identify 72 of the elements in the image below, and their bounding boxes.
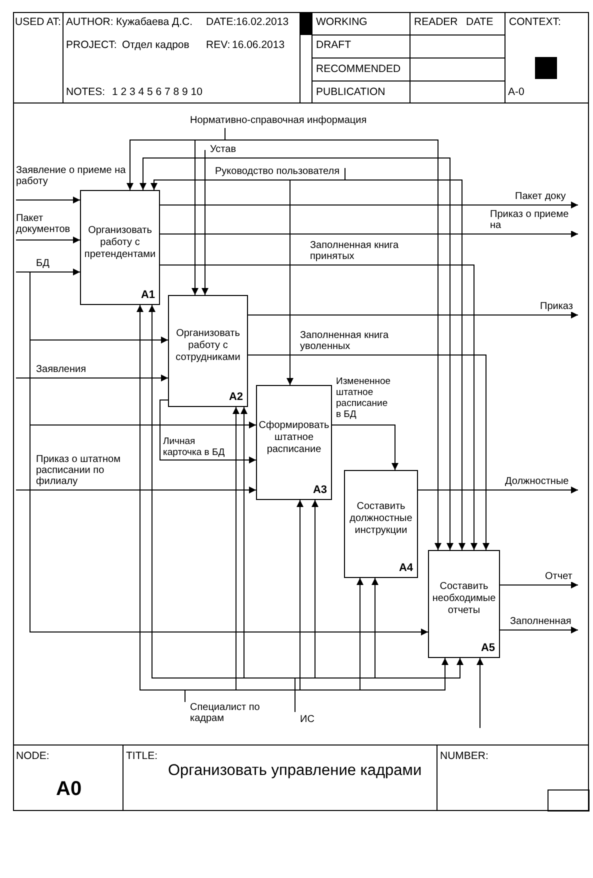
title-block-label: A0 xyxy=(56,778,82,801)
activity-box xyxy=(168,295,248,407)
arrow-label: Заявления xyxy=(36,364,86,375)
activity-name: Организовать работу с сотрудниками xyxy=(174,328,242,364)
title-block-label: DATE: xyxy=(206,16,236,28)
arrow xyxy=(160,264,478,550)
arrow-label: Руководство пользователя xyxy=(215,166,340,177)
arrow-label: Заявление о приеме на работу xyxy=(16,165,126,187)
activity-name: Составить необходимые отчеты xyxy=(431,581,497,617)
arrow-label: Отчет xyxy=(545,571,572,582)
arrow xyxy=(294,658,464,712)
arrow-label: Должностные xyxy=(505,476,569,487)
arrow xyxy=(344,168,466,550)
title-block-label: Отдел кадров xyxy=(122,39,190,51)
title-block-label: CONTEXT: xyxy=(509,16,561,28)
arrow xyxy=(16,374,168,382)
activity-name: Сформировать штатное расписание xyxy=(258,420,330,456)
arrow xyxy=(204,150,454,550)
activity-box xyxy=(344,470,418,578)
title-block-label: RECOMMENDED xyxy=(316,63,401,75)
activity-box xyxy=(80,190,160,305)
title-block-label: 16.06.2013 xyxy=(232,39,285,51)
arrow xyxy=(476,658,484,728)
title-block-label: READER xyxy=(414,16,458,28)
arrow xyxy=(160,230,578,238)
activity-box xyxy=(428,550,500,658)
arrow-label: БД xyxy=(36,258,50,269)
title-block-label: DRAFT xyxy=(316,39,351,51)
activity-number: A5 xyxy=(480,642,495,654)
activity-number: A3 xyxy=(312,484,327,496)
title-block-label: REV: xyxy=(206,39,230,51)
title-block-label: 1 2 3 4 5 6 7 8 9 10 xyxy=(112,86,202,98)
arrow xyxy=(160,400,256,464)
arrow xyxy=(16,268,80,276)
arrow xyxy=(248,312,578,318)
arrow xyxy=(500,582,578,588)
arrow xyxy=(500,626,578,634)
arrow-label: Пакет доку xyxy=(515,191,566,202)
title-block-label: AUTHOR: xyxy=(66,16,114,28)
title-block-label: NOTES: xyxy=(66,86,106,98)
arrow-label: Устав xyxy=(210,144,236,155)
diagram-title: Организовать управление кадрами xyxy=(168,762,422,780)
arrow-label: Заполненная xyxy=(510,616,572,627)
arrow xyxy=(16,486,256,494)
arrow-label: Приказ xyxy=(540,301,573,312)
arrow xyxy=(160,202,578,208)
arrow xyxy=(224,128,442,550)
arrow xyxy=(418,486,578,494)
arrow-label: ИС xyxy=(300,714,314,725)
activity-name: Организовать работу с претендентами xyxy=(83,224,157,260)
arrow xyxy=(16,236,80,244)
title-block-label: NODE: xyxy=(16,750,50,762)
activity-number: A1 xyxy=(140,289,155,301)
title-block-label: A-0 xyxy=(508,86,524,98)
title-block-label: TITLE: xyxy=(126,750,158,762)
activity-number: A2 xyxy=(228,391,243,403)
title-block-label: PROJECT: xyxy=(66,39,117,51)
activity-number: A4 xyxy=(398,562,413,574)
title-block-label: PUBLICATION xyxy=(316,86,386,98)
title-block-label: DATE xyxy=(466,16,494,28)
arrow-label: Нормативно-справочная информация xyxy=(190,115,367,126)
title-block-label: 16.02.2013 xyxy=(236,16,289,28)
arrow xyxy=(16,196,80,204)
activity-name: Составить должностные инструкции xyxy=(348,501,414,537)
title-block-label: USED AT: xyxy=(15,16,61,28)
arrow xyxy=(332,424,398,470)
title-block-label: NUMBER: xyxy=(440,750,488,762)
title-block-label: Кужабаева Д.С. xyxy=(116,16,193,28)
title-block-label: WORKING xyxy=(316,16,368,28)
activity-box xyxy=(256,385,332,500)
arrow xyxy=(184,658,448,702)
arrow xyxy=(248,354,490,550)
